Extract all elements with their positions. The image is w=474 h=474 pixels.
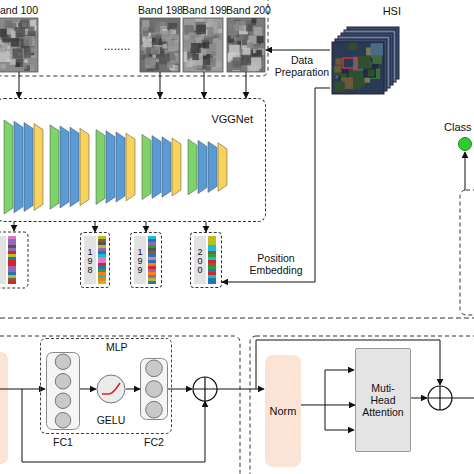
band-image: Band 199 [182,2,226,72]
edge-label: Data Preparation [270,54,334,78]
layer-shape [140,358,168,420]
layer-label: Norm [270,405,297,417]
flow-arrow [159,72,160,98]
band-label: Band 198 [138,4,182,16]
cropped-token-index [0,236,6,284]
ellipsis-label: ........ [94,40,140,52]
band-image: Band 198 [138,2,182,72]
vggnet-block: VGGNet [0,98,266,222]
cropped-token-box [0,232,28,288]
mlp-section-frame [0,336,240,474]
fc-layer: FC2 [140,358,168,420]
flow-arrow [95,222,96,232]
band-index: 200 [194,236,206,284]
gelu-curve [102,383,120,394]
layer-label: Muti-Head Attention [356,382,410,418]
flow-arrow [204,72,205,98]
hsi-cube: HSI [330,4,405,96]
band-texture [140,18,180,72]
cropped-norm [0,352,8,464]
token-strip [8,236,16,284]
token-box: 200 [190,232,222,288]
band-index: 198 [84,236,96,284]
token-arrow [14,222,15,231]
activation-label: GELU [86,414,136,426]
band-label: Band 200 [226,4,266,16]
edge-label: Position Embedding [244,252,308,276]
band-texture [0,18,38,72]
token-strip [98,236,106,284]
flow-arrow [19,72,20,98]
layer-label: FC1 [36,436,90,448]
flow-arrow [126,389,140,390]
band-image: and 100 [0,2,40,72]
neuron [55,393,71,409]
neuron [55,354,71,370]
neuron [55,374,71,390]
class-arrow [465,152,466,190]
add-symbol [193,377,217,401]
attention-output-arrow [411,398,427,399]
block-title: VGGNet [211,113,253,125]
class-node: Class [458,137,472,151]
token-box: 198 [80,232,110,288]
neuron [146,360,163,377]
flow-arrow [80,388,96,389]
illustration [0,18,399,284]
neuron [55,413,71,429]
band-label: and 100 [0,4,40,16]
band-group-frame [0,0,268,76]
split-line [325,370,326,430]
fc-layer: FC1 [46,352,80,430]
flow-arrow [206,222,207,232]
add-symbol [428,386,452,410]
layer-label: FC2 [130,436,178,448]
flow-arrow [301,404,355,405]
class-circle [459,138,472,151]
layer-shape [46,352,80,430]
band-label: Band 199 [182,4,226,16]
token-box: 199 [130,232,162,288]
class-label: Class [444,121,472,133]
encoder-frame [460,190,474,315]
block-output-line [452,398,474,399]
gelu-node: GELU [96,374,126,404]
norm-layer: Norm [265,355,301,467]
query-arrow [325,370,354,371]
block-link-arrow [217,389,264,390]
neuron [146,381,163,398]
layer-outline [47,353,80,430]
section-divider [0,318,474,319]
attention-section-frame [250,336,474,474]
value-arrow [325,430,354,431]
flow-arrow [245,72,246,98]
class-shape [458,137,472,151]
layer-outline [141,359,168,420]
flow-arrow [146,222,147,232]
mlp-block: MLPFC1GELUFC2 [40,338,172,434]
band-index: 199 [134,236,146,284]
hsi-cube-image [332,27,399,94]
band-texture [183,18,223,72]
image-label: HSI [383,5,401,17]
block-title: MLP [106,341,128,353]
attention-block: Muti-Head Attention [355,348,411,452]
activation-outline [97,375,125,403]
activation-shape [96,374,126,404]
vgg-layers [4,120,227,214]
band-image: Band 200 [226,2,266,72]
token-strip [208,236,216,284]
neuron [146,401,163,418]
token-strip [148,236,156,284]
band-texture [227,18,265,72]
flow-arrow [266,50,330,51]
